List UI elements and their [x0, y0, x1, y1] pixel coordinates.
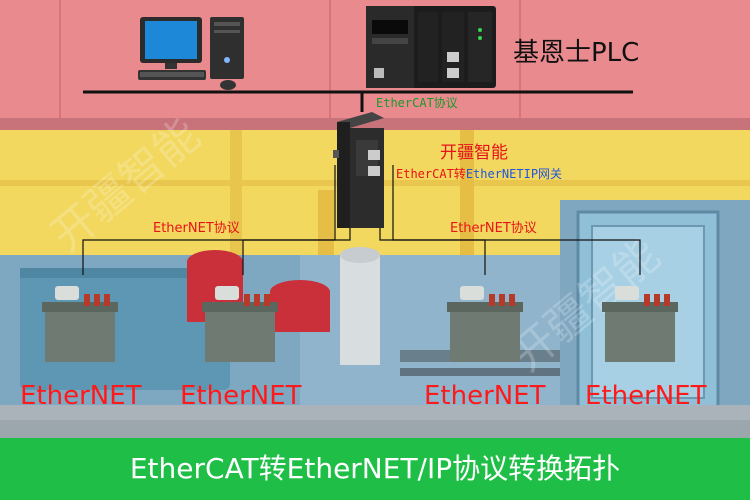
device-label-2: EtherNET	[180, 381, 302, 411]
ethercat-protocol-label: EtherCAT协议	[376, 96, 458, 110]
transformer-icon	[202, 286, 278, 362]
footer-banner	[0, 438, 750, 500]
device-label-4: EtherNET	[585, 381, 707, 411]
ethernet-protocol-label-left: EtherNET协议	[153, 221, 240, 236]
device-label-1: EtherNET	[20, 381, 142, 411]
plc-label: 基恩士PLC	[513, 38, 640, 68]
transformer-icon	[447, 286, 523, 362]
gateway-brand-label: 开疆智能	[440, 143, 508, 163]
gateway-name-part2: EtherNETIP网关	[465, 167, 563, 181]
transformer-icon	[42, 286, 118, 362]
gateway-name-part1: EtherCAT转	[396, 167, 466, 181]
ethernet-protocol-label-right: EtherNET协议	[450, 221, 537, 236]
footer-title: EtherCAT转EtherNET/IP协议转换拓扑	[129, 452, 621, 485]
gateway-name-label: EtherCAT转EtherNETIP网关	[396, 165, 562, 182]
device-label-3: EtherNET	[424, 381, 546, 411]
transformer-icon	[602, 286, 678, 362]
